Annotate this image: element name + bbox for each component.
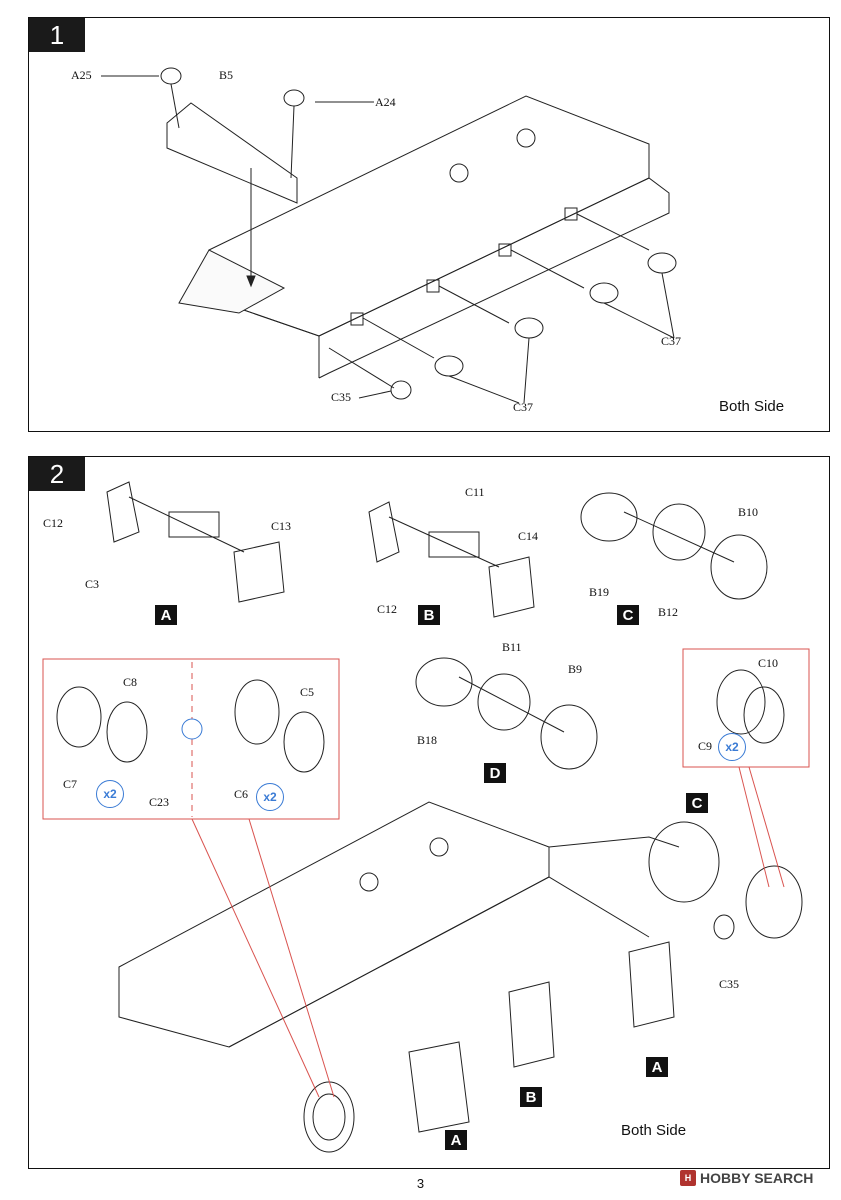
both-side-note: Both Side xyxy=(621,1122,687,1139)
step-2-panel: 2 xyxy=(28,456,830,1169)
part-label: C3 xyxy=(85,577,100,591)
both-side-note: Both Side xyxy=(719,398,785,415)
part-label: B11 xyxy=(502,640,522,654)
subassembly-b-marker: B xyxy=(418,605,440,625)
part-label: C9 xyxy=(698,739,713,753)
part-label: C5 xyxy=(300,685,315,699)
part-label: C12 xyxy=(377,602,398,616)
part-label: C37 xyxy=(513,400,534,414)
part-label: B18 xyxy=(417,733,438,747)
quantity-badge: x2 xyxy=(718,733,746,761)
part-label: C35 xyxy=(331,390,352,404)
step-1-panel: 1 xyxy=(28,17,830,432)
subassembly-a-marker: A xyxy=(646,1057,668,1077)
subassembly-c-marker: C xyxy=(686,793,708,813)
part-label: C35 xyxy=(719,977,740,991)
part-label: C13 xyxy=(271,519,292,533)
part-label: C11 xyxy=(465,485,485,499)
subassembly-d-marker: D xyxy=(484,763,506,783)
quantity-badge: x2 xyxy=(256,783,284,811)
subassembly-c-marker: C xyxy=(617,605,639,625)
part-label: C14 xyxy=(518,529,539,543)
subassembly-b-marker: B xyxy=(520,1087,542,1107)
brand-watermark: H HOBBY SEARCH xyxy=(680,1170,813,1186)
subassembly-a-marker: A xyxy=(445,1130,467,1150)
subassembly-a-marker: A xyxy=(155,605,177,625)
quantity-badge: x2 xyxy=(96,780,124,808)
step-2-drawing xyxy=(42,481,810,1153)
part-label: C37 xyxy=(661,334,682,348)
part-label: B10 xyxy=(738,505,759,519)
step-1-drawing xyxy=(101,67,677,404)
part-label: B5 xyxy=(219,68,234,82)
part-label: C12 xyxy=(43,516,64,530)
page-number: 3 xyxy=(416,1176,425,1191)
part-label: C10 xyxy=(758,656,779,670)
part-label: C6 xyxy=(234,787,249,801)
brand-logo-icon: H xyxy=(680,1170,696,1186)
part-label: B9 xyxy=(568,662,583,676)
part-label: C8 xyxy=(123,675,138,689)
step-2-number: 2 xyxy=(29,457,85,491)
part-label: C7 xyxy=(63,777,78,791)
part-label: B19 xyxy=(589,585,610,599)
part-label: A24 xyxy=(375,95,396,109)
step-1-number: 1 xyxy=(29,18,85,52)
part-label: A25 xyxy=(71,68,92,82)
part-label: C23 xyxy=(149,795,170,809)
part-label: B12 xyxy=(658,605,679,619)
brand-name: HOBBY SEARCH xyxy=(700,1170,814,1186)
